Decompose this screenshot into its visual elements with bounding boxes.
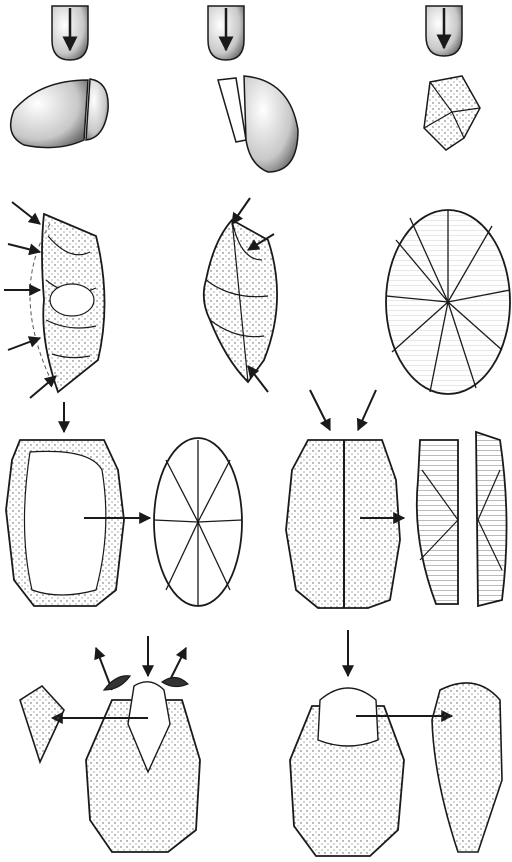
stage-struck-core xyxy=(6,402,150,606)
right-flake xyxy=(476,432,507,606)
spall-arrow-right xyxy=(170,648,186,680)
spall-right xyxy=(162,677,188,686)
half-pebble xyxy=(244,76,298,172)
triangular-point xyxy=(20,686,64,762)
pebble-right-half xyxy=(86,79,108,140)
pebble-left-half xyxy=(11,80,88,148)
stage-core-edge-preparation xyxy=(4,202,105,398)
detached-slice xyxy=(218,78,246,142)
stage-hammer-half-pebble xyxy=(208,6,298,172)
left-flake xyxy=(417,440,458,604)
point-flake xyxy=(432,683,502,852)
stage-radial-flake xyxy=(154,438,242,606)
flake-scar xyxy=(24,451,105,595)
stage-hammer-pebble-split xyxy=(11,6,109,148)
stage-prepared-point-core xyxy=(20,636,200,852)
stage-bifacial-trimming xyxy=(204,198,277,392)
strike-arrow xyxy=(310,390,330,430)
stage-radial-disc xyxy=(386,210,510,394)
stage-split-flake-pair xyxy=(417,432,507,606)
strike-arrow xyxy=(358,390,376,430)
stage-pointed-core xyxy=(290,630,502,856)
stage-hammer-small-flake xyxy=(424,6,480,150)
stage-two-blow-core xyxy=(286,390,404,608)
